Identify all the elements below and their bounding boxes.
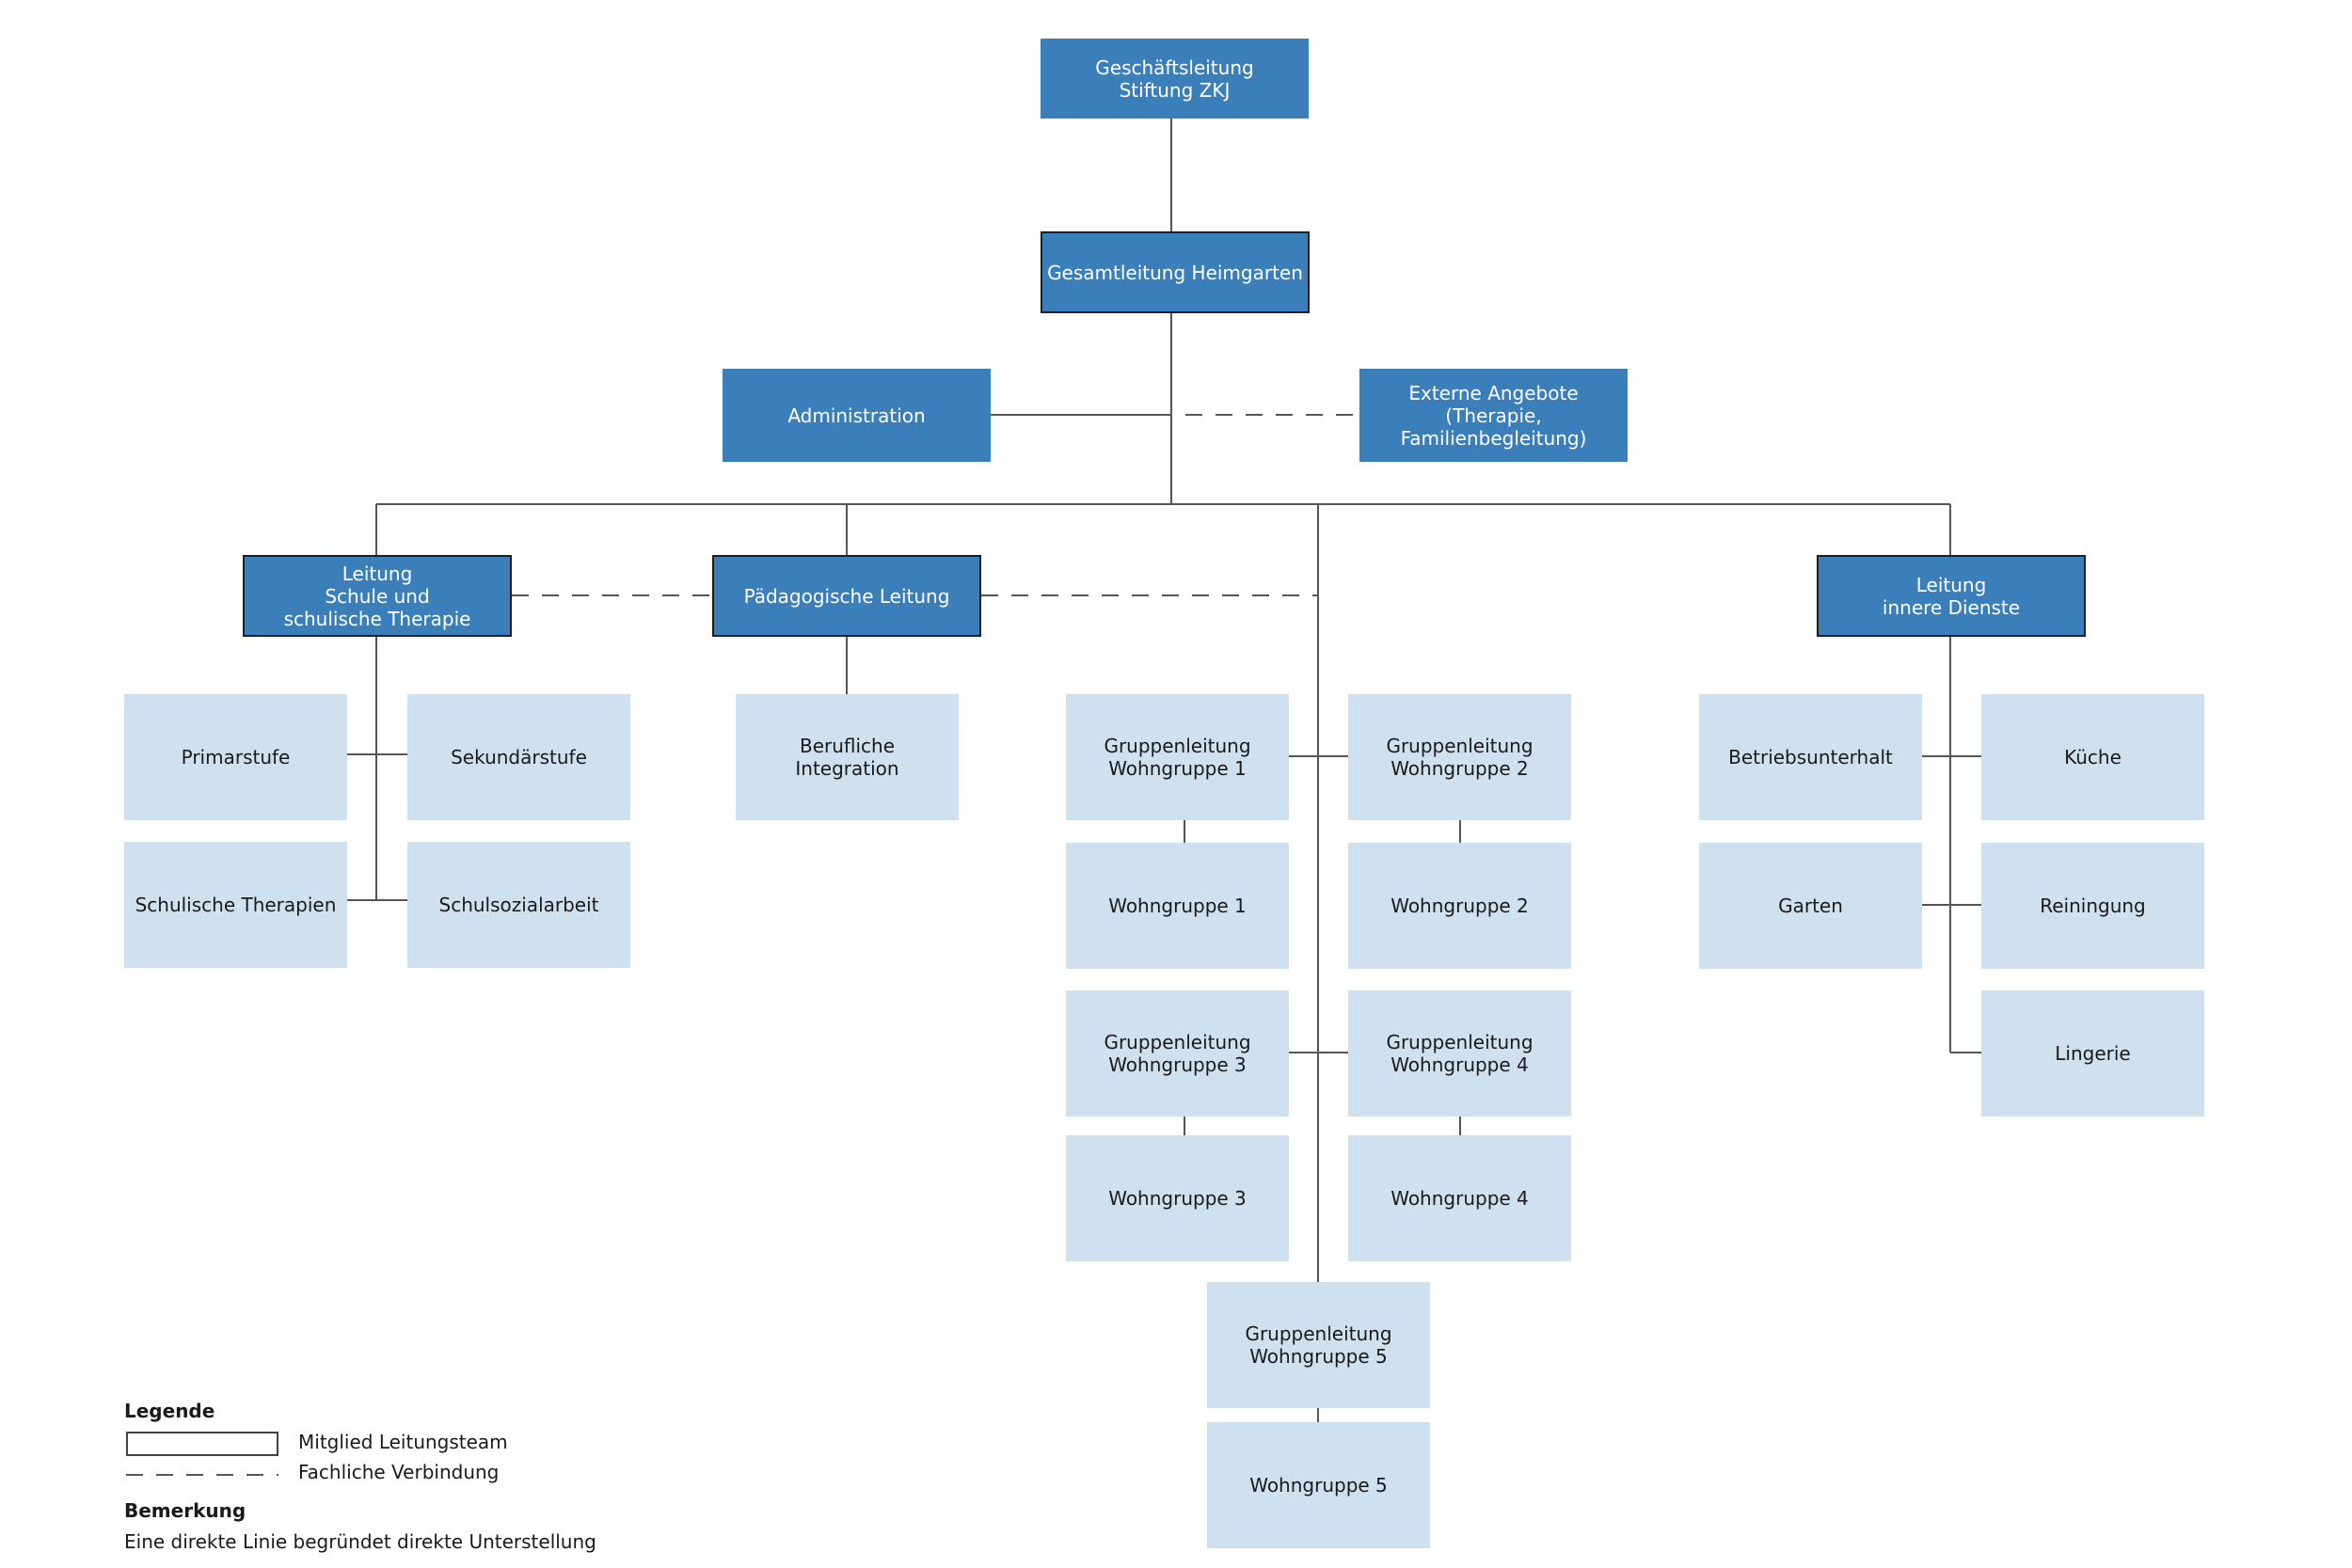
node-berufliche-integration: Berufliche Integration <box>736 694 959 820</box>
node-sekundarstufe: Sekundärstufe <box>407 694 630 820</box>
node-schulsozialarbeit: Schulsozialarbeit <box>407 842 630 968</box>
node-gruppenleitung-wg1: Gruppenleitung Wohngruppe 1 <box>1066 694 1289 820</box>
node-garten: Garten <box>1699 843 1922 969</box>
node-geschaeftsleitung: Geschäftsleitung Stiftung ZKJ <box>1041 39 1309 119</box>
remark-text: Eine direkte Linie begründet direkte Unt… <box>124 1530 596 1553</box>
node-gruppenleitung-wg4: Gruppenleitung Wohngruppe 4 <box>1348 990 1571 1117</box>
node-reinigung: Reiningung <box>1981 843 2204 969</box>
node-wohngruppe-4: Wohngruppe 4 <box>1348 1135 1571 1261</box>
node-gruppenleitung-wg2: Gruppenleitung Wohngruppe 2 <box>1348 694 1571 820</box>
node-wohngruppe-3: Wohngruppe 3 <box>1066 1135 1289 1261</box>
node-wohngruppe-1: Wohngruppe 1 <box>1066 843 1289 969</box>
node-wohngruppe-2: Wohngruppe 2 <box>1348 843 1571 969</box>
node-gesamtleitung: Gesamtleitung Heimgarten <box>1041 231 1310 313</box>
node-gruppenleitung-wg5: Gruppenleitung Wohngruppe 5 <box>1207 1282 1430 1408</box>
node-paedagogische-leitung: Pädagogische Leitung <box>712 555 981 637</box>
node-leitung-schule: Leitung Schule und schulische Therapie <box>243 555 512 637</box>
node-lingerie: Lingerie <box>1981 990 2204 1117</box>
legend-member-sample <box>126 1432 278 1456</box>
node-kueche: Küche <box>1981 694 2204 820</box>
node-externe-angebote: Externe Angebote (Therapie, Familienbegl… <box>1359 369 1628 462</box>
legend-member-label: Mitglied Leitungsteam <box>298 1431 508 1453</box>
node-leitung-innere-dienste: Leitung innere Dienste <box>1817 555 2086 637</box>
node-primarstufe: Primarstufe <box>124 694 347 820</box>
legend-connection-label: Fachliche Verbindung <box>298 1461 500 1483</box>
node-schulische-therapien: Schulische Therapien <box>124 842 347 968</box>
legend-title: Legende <box>124 1400 215 1422</box>
node-gruppenleitung-wg3: Gruppenleitung Wohngruppe 3 <box>1066 990 1289 1117</box>
node-wohngruppe-5: Wohngruppe 5 <box>1207 1422 1430 1548</box>
node-administration: Administration <box>723 369 991 462</box>
node-betriebsunterhalt: Betriebsunterhalt <box>1699 694 1922 820</box>
remark-title: Bemerkung <box>124 1499 246 1522</box>
